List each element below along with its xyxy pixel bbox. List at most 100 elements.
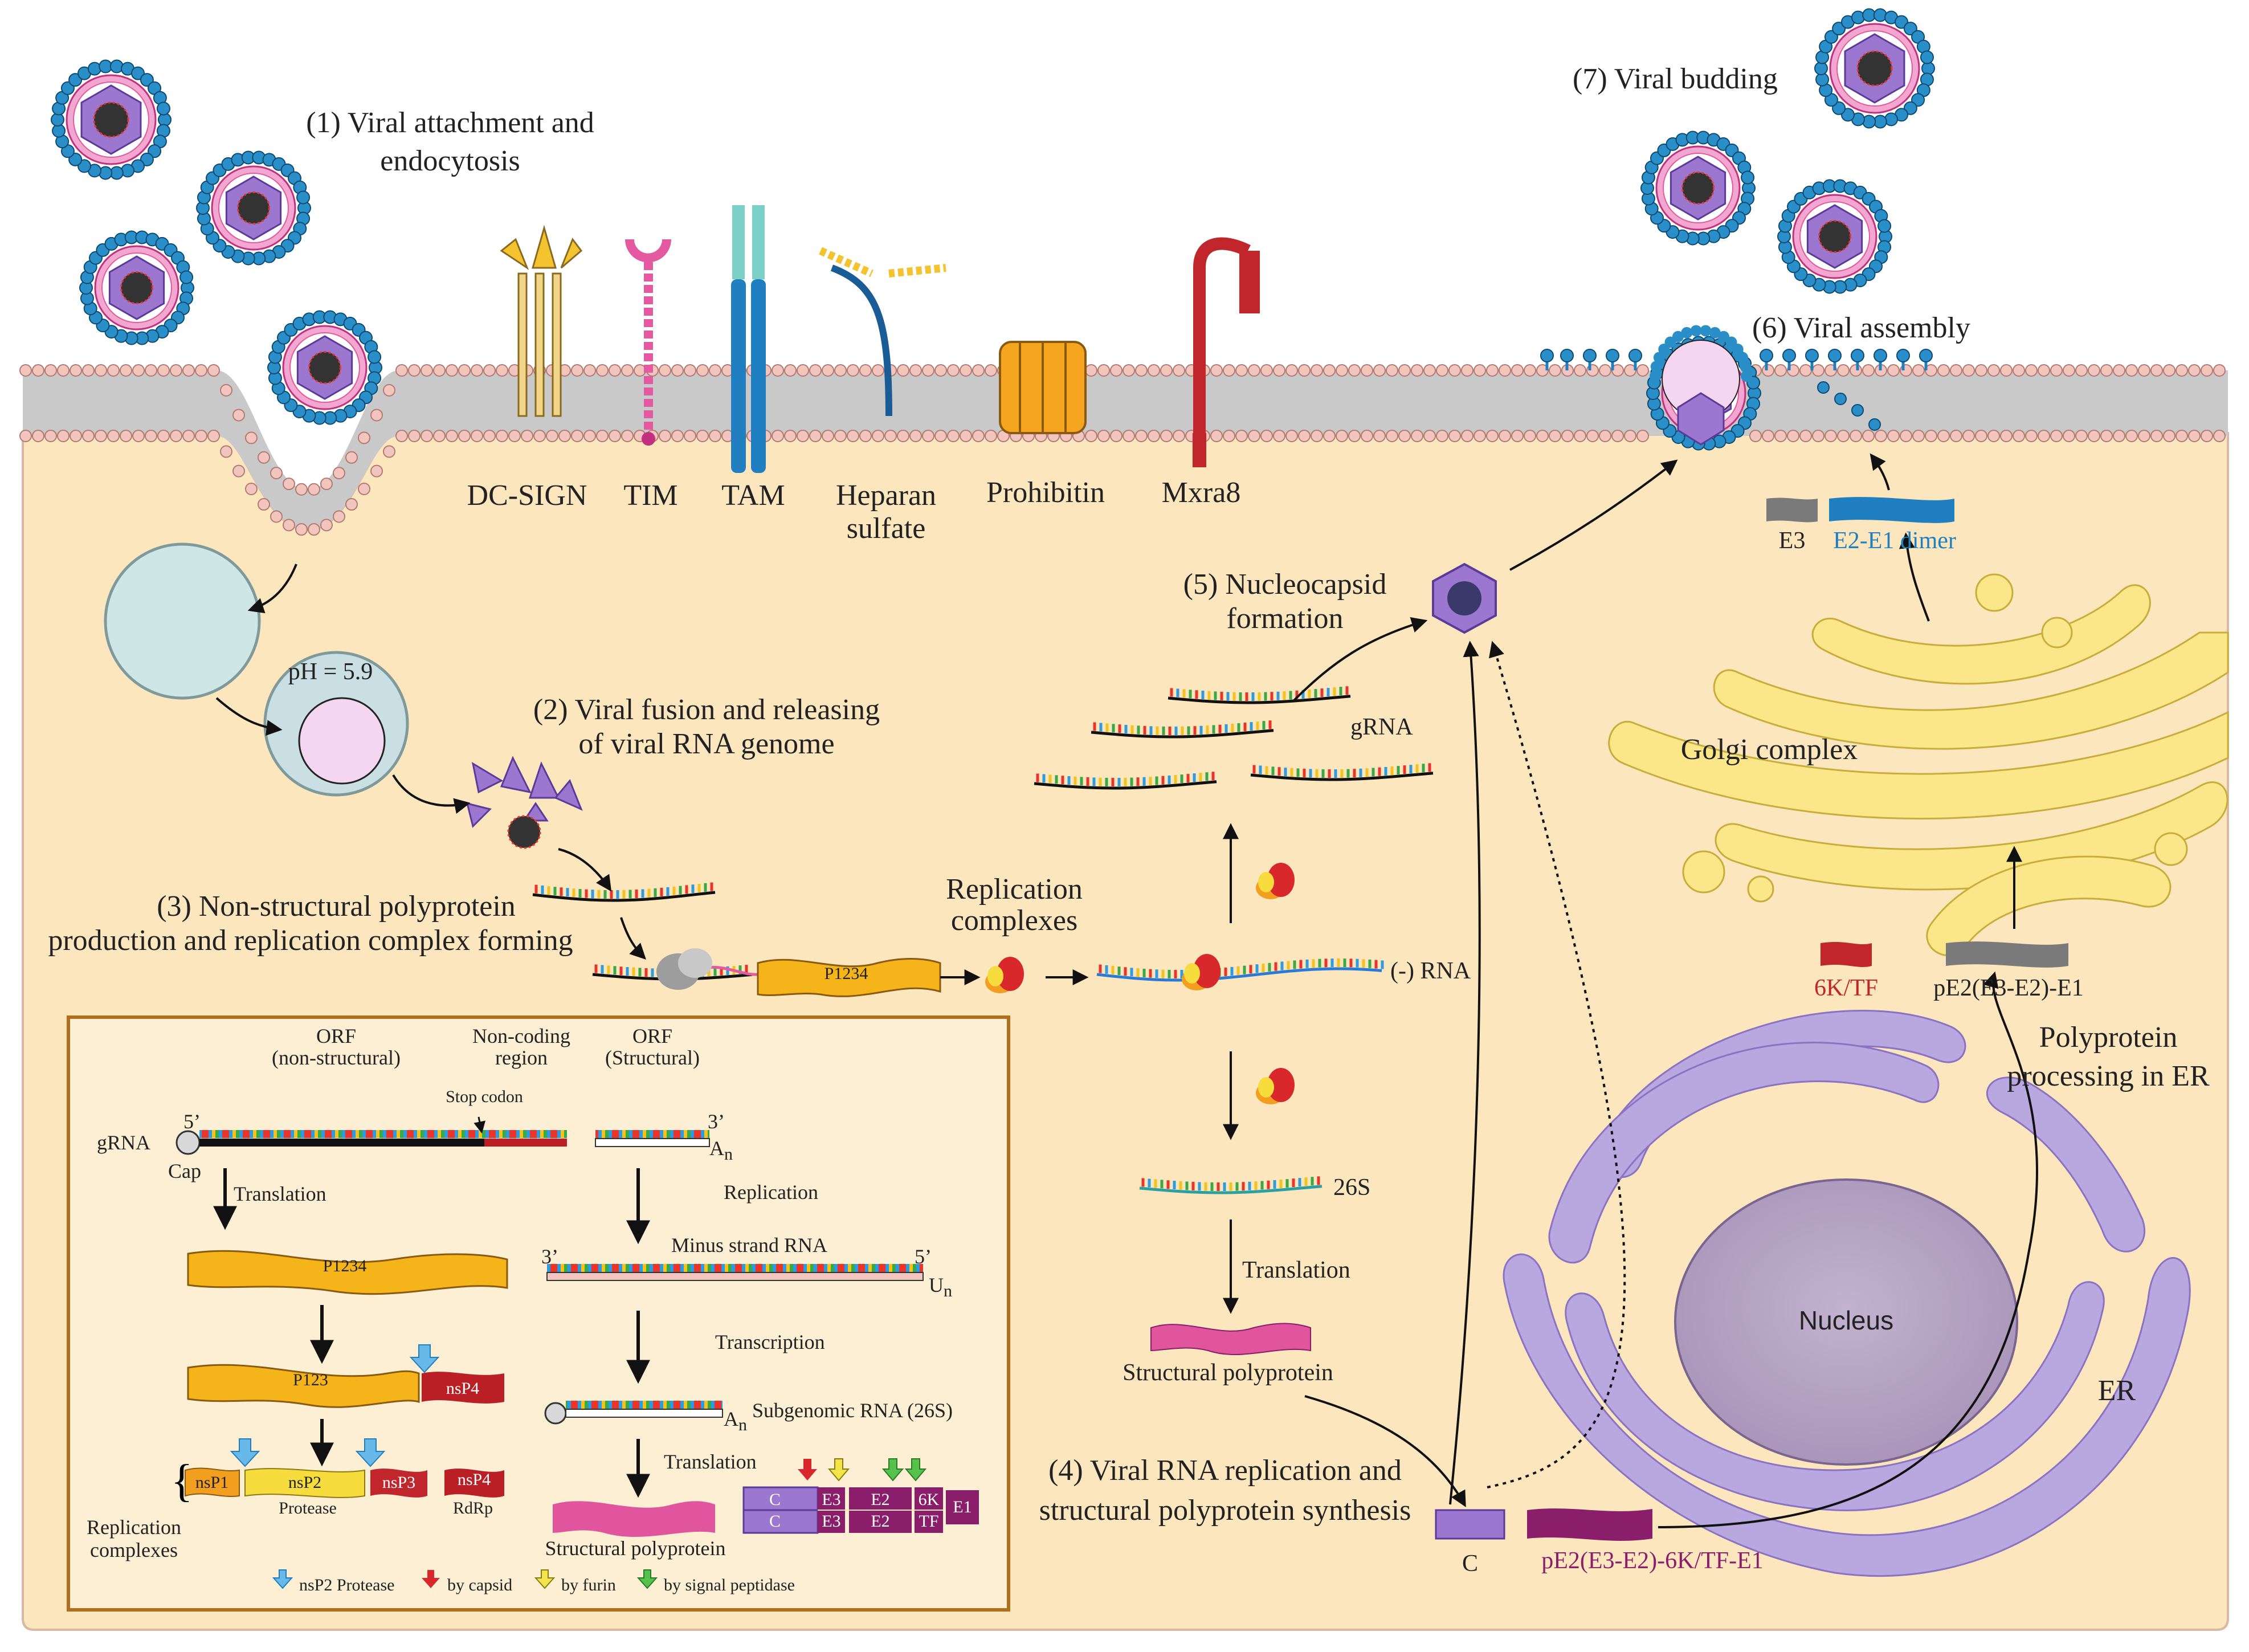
- inset-nsp2: nsP2: [288, 1473, 322, 1492]
- receptor-tam: [731, 205, 766, 473]
- pe2-e1-label: pE2(E3-E2)-E1: [1933, 975, 2084, 1001]
- virion: [1640, 130, 1756, 246]
- inset-an-1-base: A: [709, 1137, 724, 1160]
- virion: [196, 150, 311, 266]
- virion: [1814, 8, 1935, 129]
- step2-line1: (2) Viral fusion and releasing: [533, 694, 880, 726]
- golgi-apparatus: [1608, 573, 2229, 957]
- capsid-fragments: [466, 756, 583, 828]
- receptor-tim: [625, 239, 671, 446]
- golgi-label: Golgi complex: [1680, 733, 1858, 766]
- replication-complexes-line1: Replication: [946, 873, 1083, 905]
- step2-line2: of viral RNA genome: [578, 728, 835, 760]
- inset-three-prime-2: 3’: [541, 1245, 558, 1268]
- polyprotein-processing-line2: processing in ER: [2007, 1060, 2210, 1092]
- receptor-label-tim: TIM: [623, 479, 678, 512]
- er-label: ER: [2097, 1374, 2136, 1407]
- grna-label: gRNA: [1350, 714, 1413, 740]
- structural-polyprotein: [1150, 1323, 1311, 1355]
- p1234-label: P1234: [824, 964, 868, 983]
- cleavage-markers: [230, 1344, 927, 1589]
- inset-seg-e3-2: E3: [822, 1512, 841, 1531]
- inset-orf-s-2: (Structural): [605, 1046, 700, 1069]
- inset-orf-s-1: ORF: [632, 1025, 673, 1047]
- legend-by-capsid: by capsid: [447, 1576, 513, 1594]
- inset-orf-ns-2: (non-structural): [272, 1046, 401, 1069]
- late-endosome: [263, 651, 409, 797]
- pe2-e1-protein: [1946, 941, 2068, 968]
- inset-seg-c-1: C: [769, 1490, 781, 1509]
- inset-an-1: An: [709, 1137, 733, 1164]
- receptor-mxra8: [1193, 237, 1260, 467]
- virion: [51, 59, 172, 180]
- inset-an-1-sub: n: [724, 1145, 733, 1164]
- c-label: C: [1462, 1551, 1479, 1577]
- lipid-heads: [19, 364, 2226, 536]
- step3-line2: production and replication complex formi…: [48, 924, 573, 957]
- pathway-arrows: [215, 453, 2038, 1528]
- pe2-full-polyprotein: [1527, 1508, 1652, 1541]
- ribosome: [656, 948, 712, 990]
- s26-label: 26S: [1333, 1174, 1371, 1201]
- svg-text:{: {: [171, 1456, 193, 1506]
- inset-an-2: An: [724, 1408, 747, 1435]
- receptor-label-tam: TAM: [721, 479, 785, 512]
- inset-seg-e2-1: E2: [871, 1490, 890, 1509]
- inset-un-base: U: [929, 1274, 944, 1296]
- structural-polyprotein-label: Structural polyprotein: [1123, 1360, 1333, 1386]
- step4-line2: structural polyprotein synthesis: [1039, 1494, 1411, 1527]
- inset-seg-e3-1: E3: [822, 1490, 841, 1509]
- step7-label: (7) Viral budding: [1573, 63, 1778, 95]
- virion: [1777, 179, 1892, 294]
- inset-repcx-2: complexes: [90, 1539, 178, 1561]
- rna-strands: [507, 686, 1434, 1194]
- ph-label: pH = 5.9: [288, 659, 373, 685]
- inset-box: {: [67, 1015, 1010, 1612]
- nucleocapsid: [1432, 562, 1497, 634]
- inset-seg-e2-2: E2: [871, 1512, 890, 1531]
- translation-label: Translation: [1242, 1257, 1350, 1283]
- step1-line2: endocytosis: [380, 145, 520, 177]
- inset-repcx-1: Replication: [87, 1516, 181, 1539]
- inset-seg-6k: 6K: [918, 1490, 940, 1509]
- inset-rdrp: RdRp: [452, 1499, 493, 1518]
- receptor-dc-sign: [500, 225, 583, 417]
- inset-minus-strand: Minus strand RNA: [671, 1234, 828, 1257]
- inset-p1234: P1234: [323, 1257, 367, 1275]
- step5-line1: (5) Nucleocapsid: [1183, 568, 1387, 601]
- inset-un: Un: [929, 1274, 952, 1301]
- early-endosome: [104, 542, 261, 700]
- inset-nsp4-top: nsP4: [446, 1379, 480, 1398]
- e3-protein: [1766, 497, 1818, 523]
- inset-nsp1: nsP1: [195, 1473, 229, 1492]
- inset-seg-c-2: C: [769, 1512, 781, 1531]
- k6tf-label: 6K/TF: [1814, 975, 1879, 1001]
- receptor-label-mxra8: Mxra8: [1161, 476, 1241, 509]
- e3-label: E3: [1778, 528, 1806, 554]
- inset-five-prime: 5’: [183, 1110, 201, 1133]
- inset-subgenomic: Subgenomic RNA (26S): [752, 1399, 953, 1422]
- legend-nsp2-protease: nsP2 Protease: [299, 1576, 395, 1594]
- k6tf-protein: [1821, 941, 1872, 968]
- replication-complexes-line2: complexes: [950, 904, 1078, 937]
- inset-noncoding-1: Non-coding: [472, 1025, 570, 1047]
- nucleus-label: Nucleus: [1798, 1306, 1894, 1335]
- virions: [51, 8, 1935, 672]
- step1-line1: (1) Viral attachment and: [306, 107, 594, 139]
- polyprotein-processing-line1: Polyprotein: [2039, 1021, 2178, 1054]
- inset-translation-1: Translation: [234, 1182, 326, 1205]
- e2e1-label: E2-E1 dimer: [1833, 528, 1956, 554]
- glycoprotein-spikes: [1540, 349, 1933, 431]
- inset-nsp3: nsP3: [382, 1473, 416, 1492]
- receptor-prohibitin: [999, 341, 1087, 434]
- inset-transcription: Transcription: [715, 1331, 825, 1353]
- inset-noncoding-2: region: [495, 1046, 548, 1069]
- legend-by-signal-peptidase: by signal peptidase: [664, 1576, 795, 1594]
- receptor-heparan-sulfate: [819, 247, 946, 417]
- inset-five-prime-2: 5’: [915, 1245, 932, 1268]
- capsid-protein-c: [1435, 1509, 1505, 1540]
- nucleus-shape: [1674, 1178, 2018, 1466]
- p1234-polyprotein: [757, 958, 941, 997]
- inset-grna: gRNA: [97, 1131, 151, 1154]
